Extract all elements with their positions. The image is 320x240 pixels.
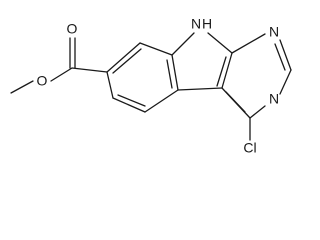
bond-c-n-upper [231, 33, 266, 54]
bond-benz-5 [112, 97, 146, 113]
bond-benz-3-inner [166, 59, 173, 89]
bond-c-c-fused-inner [216, 56, 227, 87]
bond-fused-benz [177, 87, 223, 91]
bond-benz-1-inner [112, 48, 142, 74]
chlorine-label: Cl [243, 140, 256, 156]
bond-ch-n-lower [279, 69, 292, 95]
ring-nh-n-label: N [191, 16, 201, 32]
bond-c-c-fused [221, 52, 233, 89]
pyrrole-ring [171, 32, 233, 91]
bond-n-ch-a [279, 39, 292, 71]
bond-benz-5-inner [117, 94, 146, 107]
bond-c-cl-fused-inner [225, 91, 246, 113]
pyrimidine-n-upper-label: N [269, 24, 279, 40]
bond-nh-c [207, 32, 233, 54]
bond-carbonyl-ring [71, 67, 108, 73]
bond-benz-6 [106, 71, 114, 99]
bond-c7a-nh [171, 32, 195, 56]
benzene-ring [106, 42, 179, 113]
pyrimidine-ring [221, 33, 292, 141]
bond-n-c-cl [249, 105, 266, 119]
carbonyl-oxygen-label: O [67, 21, 78, 37]
ester-oxygen-label: O [37, 73, 48, 89]
bond-o-carbonyl [50, 67, 73, 82]
bond-benz-2 [139, 42, 173, 56]
chemical-structure: O O N H N N Cl [10, 16, 292, 156]
bond-benz-1 [106, 42, 141, 73]
bond-benz-3 [171, 54, 179, 91]
bond-benz-4 [144, 89, 179, 113]
methyl-ester-group [10, 37, 108, 94]
pyrimidine-n-lower-label: N [269, 91, 279, 107]
bond-n-ch-b [274, 43, 286, 71]
ring-nh-h-label: H [202, 16, 212, 32]
bond-methyl-o [10, 80, 34, 94]
